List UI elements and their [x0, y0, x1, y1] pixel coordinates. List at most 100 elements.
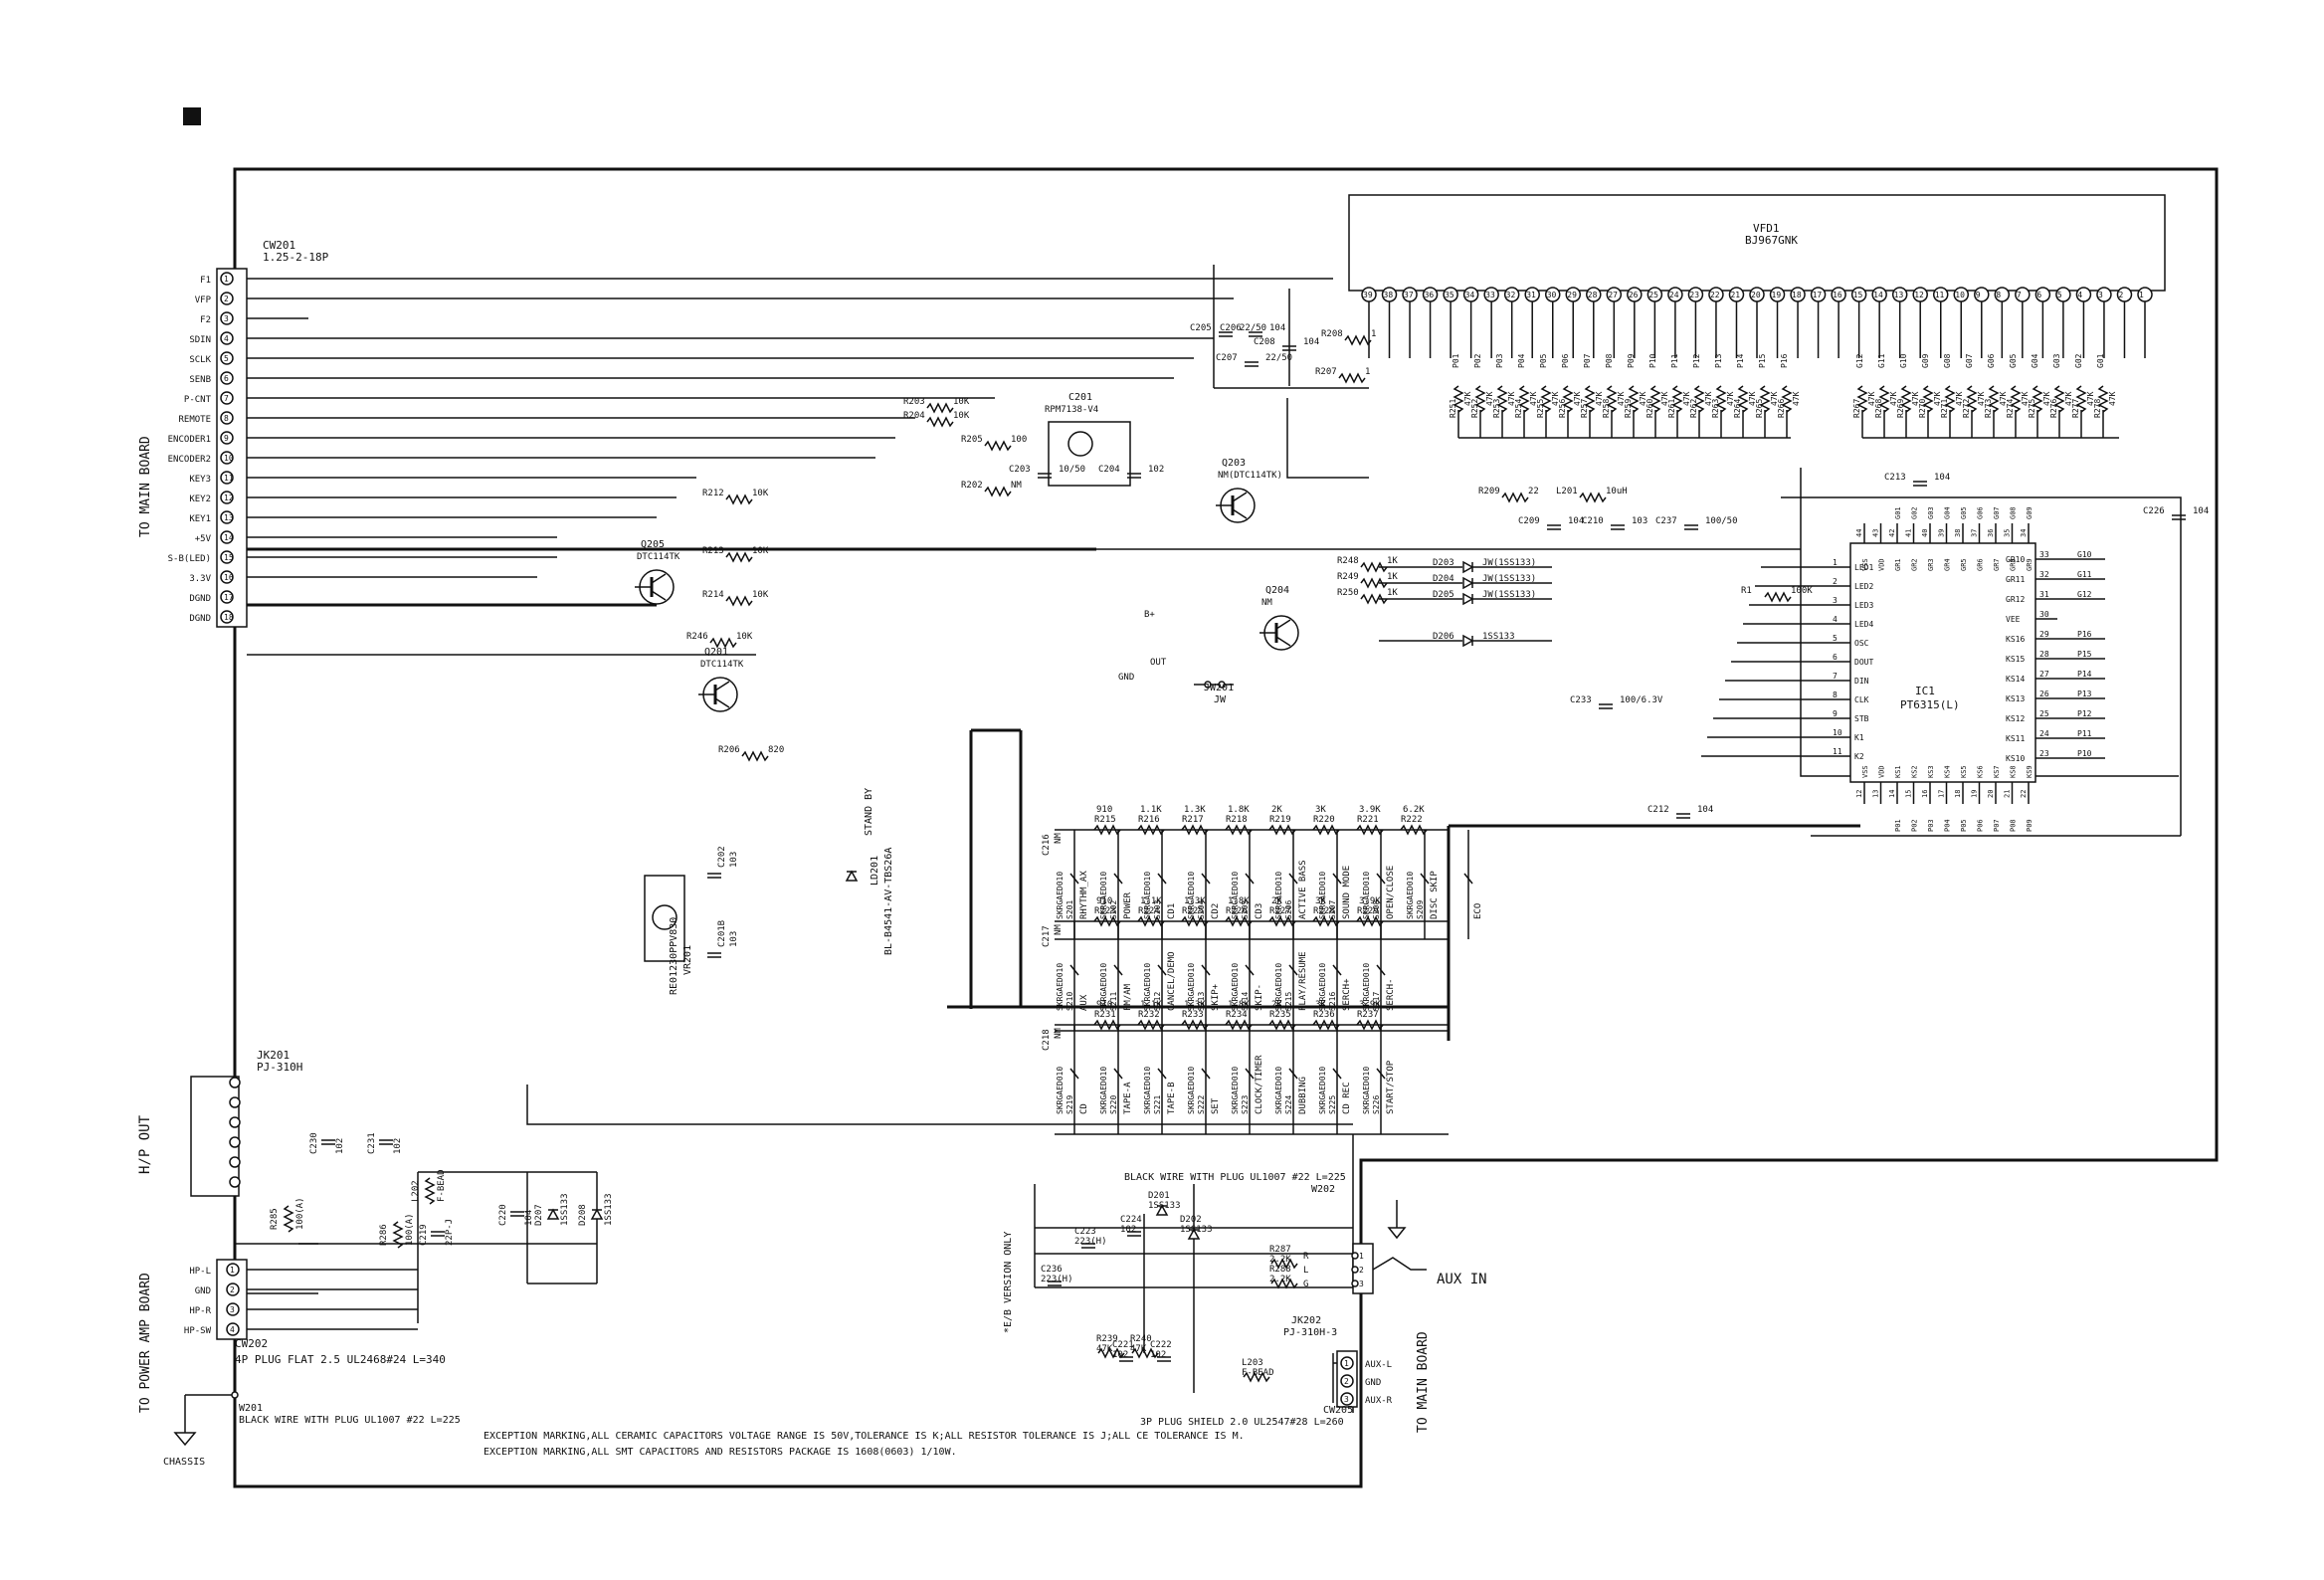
aux-capacitor	[1119, 1356, 1133, 1362]
key-switch-part: SKRGAED010	[1362, 872, 1371, 919]
key-switch-part: SKRGAED010	[1099, 963, 1108, 1011]
key-resistor-value: 2K	[1271, 1000, 1282, 1010]
cw202-spec: 4P PLUG FLAT 2.5 UL2468#24 L=340	[235, 1353, 446, 1366]
vfd-gate-label: G11	[1877, 353, 1886, 368]
key-resistor-ref: R216	[1138, 815, 1160, 825]
aux-diode	[1155, 1204, 1169, 1216]
pulldown-ref: R253	[1492, 399, 1501, 418]
key-switch-symbol	[1463, 873, 1473, 885]
pulldown-value: 47K	[1682, 391, 1691, 406]
aux-jack-symbol	[1372, 1257, 1427, 1271]
capacitor-symbol	[1913, 481, 1927, 487]
cw201-pin	[220, 331, 234, 345]
ic1-pin-number: 38	[1954, 529, 1962, 537]
pulldown-value: 47K	[1933, 391, 1942, 406]
part-value: 1K	[1387, 572, 1398, 582]
ic1-pin-number: 1	[1833, 558, 1838, 567]
part-ref: C208	[1254, 337, 1275, 347]
part-ref: R248	[1337, 556, 1359, 566]
ic1-part: PT6315(L)	[1900, 698, 1960, 711]
pulldown-resistor	[2053, 385, 2065, 413]
key-switch-part: SKRGAED010	[1187, 872, 1196, 919]
ic1-pin-name: KS9	[2026, 765, 2034, 778]
cw201-body	[216, 268, 248, 628]
vfd-grid-label: P15	[1758, 353, 1767, 368]
key-resistor	[1356, 824, 1384, 836]
cw201-pin-label: KEY1	[189, 514, 211, 524]
key-switch-label: ACTIVE BASS	[1298, 860, 1308, 919]
key-switch-ref: S202	[1109, 900, 1118, 919]
key-switch-part: SKRGAED010	[1231, 1067, 1240, 1114]
pulldown-ref: R276	[2049, 399, 2058, 418]
key-switch-ref: S203	[1153, 900, 1162, 919]
pulldown-resistor	[1671, 385, 1683, 413]
cw201-pin	[220, 311, 234, 325]
cw205-pin	[1340, 1356, 1354, 1370]
vfd-gate-label: G09	[1921, 353, 1930, 368]
key-switch-symbol	[1245, 964, 1255, 976]
ic1-net-label: G12	[2077, 590, 2092, 599]
diode-part: JW(1SS133)	[1482, 590, 1536, 600]
diode-part: JW(1SS133)	[1482, 558, 1536, 568]
key-switch-ref: S215	[1284, 992, 1293, 1011]
ic1-pin-number: 41	[1905, 529, 1913, 537]
cw201-pin-label: +5V	[195, 534, 212, 544]
key-switch-part: SKRGAED010	[1187, 1067, 1196, 1114]
cw201-pin	[220, 391, 234, 405]
pulldown-resistor	[1518, 385, 1530, 413]
key-resistor-ref: R235	[1269, 1010, 1291, 1020]
resistor-symbol	[725, 494, 753, 505]
hp-part-ref: R285	[270, 1208, 280, 1230]
part-ref: C210	[1582, 516, 1604, 526]
capacitor-symbol	[1684, 524, 1698, 530]
ic1-pin-name: KS16	[2006, 635, 2025, 644]
aux-section: D2011SS133D2021SS133C223223(H)C224102C23…	[1041, 1191, 1427, 1408]
vfd-gate-label: G05	[2009, 353, 2018, 368]
pulldown-resistor	[2010, 385, 2022, 413]
vfd-gate-label: G07	[1965, 353, 1974, 368]
key-switch-label: SKIP+	[1211, 983, 1221, 1011]
pulldown-resistor	[1988, 385, 2000, 413]
vfd-grid-label: P16	[1780, 353, 1789, 368]
part-value: 10uH	[1606, 487, 1628, 496]
key-resistor-ref: R232	[1138, 1010, 1160, 1020]
key-resistor-ref: R226	[1226, 906, 1248, 916]
aux-part-value: 2.2K	[1269, 1275, 1291, 1284]
vfd-grid-label: P04	[1517, 353, 1526, 368]
vfd-grid-label: P09	[1627, 353, 1636, 368]
ic1-pin-number: 40	[1921, 529, 1929, 537]
pulldown-value: 47K	[1485, 391, 1494, 406]
cw201-pin-number: 1	[224, 275, 229, 284]
cw201-pin-number: 13	[224, 513, 234, 522]
key-switch-symbol	[1157, 964, 1167, 976]
key-switch-ref: S208	[1372, 900, 1381, 919]
resistor-symbol	[725, 595, 753, 607]
aux-capacitor	[1081, 1243, 1095, 1249]
ic1-pin-number: 37	[1971, 529, 1979, 537]
key-switch-part: SKRGAED010	[1231, 963, 1240, 1011]
photo-sensor-lens	[1067, 431, 1093, 457]
cw201-pin-number: 10	[224, 454, 234, 463]
part-value: 10K	[953, 397, 970, 407]
jk202-pin	[1351, 1252, 1359, 1260]
part-value: 22	[1528, 487, 1539, 496]
led-label: STAND BY	[864, 788, 874, 836]
vfd-pin-number: 12	[1914, 291, 1924, 299]
led-part: BL-B4541-AV-TBS26A	[883, 848, 894, 955]
pulldown-ref: R278	[2093, 399, 2102, 418]
ic1-pin-name: VSS	[1861, 765, 1869, 778]
resistor-symbol	[1360, 593, 1388, 605]
key-resistor-ref: R220	[1313, 815, 1335, 825]
key-switch-ref: S225	[1328, 1095, 1337, 1114]
key-switch-symbol	[1113, 964, 1123, 976]
aux-part-ref: C236	[1041, 1265, 1063, 1275]
cw201-pin-label: SENB	[189, 375, 211, 385]
cw202-pin-number: 1	[230, 1266, 235, 1275]
key-switch-ref: S210	[1065, 992, 1074, 1011]
vfd-grid-label: P06	[1561, 353, 1570, 368]
key-resistor	[1356, 1019, 1384, 1031]
aux-part-ref: R287	[1269, 1245, 1291, 1255]
pulldown-ref: R255	[1536, 399, 1545, 418]
